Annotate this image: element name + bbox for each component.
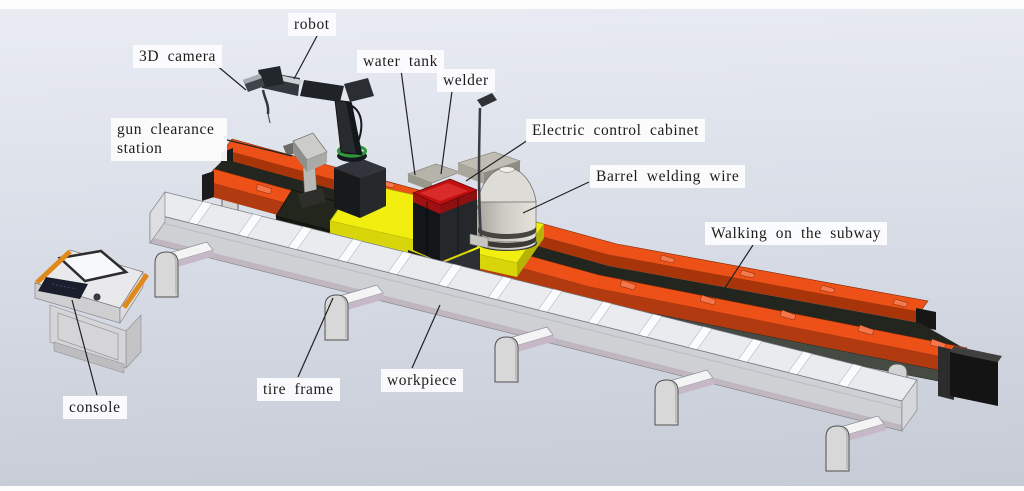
label-electric-control-cabinet: Electric control cabinet xyxy=(526,119,705,143)
console-trim-left xyxy=(35,250,72,284)
label-robot: robot xyxy=(288,13,336,37)
console-keyboard xyxy=(38,277,88,299)
welder-red-band-right xyxy=(440,190,477,214)
leader-robot xyxy=(293,35,318,80)
tire-frame-pillar-shade-0 xyxy=(170,252,177,295)
barrel-band-2 xyxy=(478,235,536,248)
leader-barrel xyxy=(522,181,590,214)
leader-cabinet xyxy=(465,139,529,182)
far-rail-splice-4 xyxy=(819,284,836,294)
console-button xyxy=(93,293,101,301)
leader-tire-frame xyxy=(297,297,334,378)
rail-gap xyxy=(214,159,967,350)
control-cabinet-front xyxy=(458,163,484,184)
leader-walking xyxy=(718,244,754,298)
console-pedestal-panel xyxy=(57,312,119,361)
console-pedestal-front xyxy=(49,304,127,369)
robot-wrist xyxy=(258,66,284,88)
bed-crossbars xyxy=(187,201,863,388)
light-pole-lamp xyxy=(477,93,497,107)
gun-station-right xyxy=(307,152,327,172)
near-rail-left-cap xyxy=(202,171,214,201)
tire-frame-pillar-shade-3 xyxy=(670,380,677,423)
near-rail-splice-2 xyxy=(619,279,637,291)
far-rail-splice-5 xyxy=(892,298,909,308)
barrel-cap xyxy=(499,166,515,173)
leader-console xyxy=(71,299,98,396)
far-rail-splice-2 xyxy=(659,254,676,264)
leader-welder xyxy=(440,90,453,175)
near-rail-splice-5 xyxy=(857,324,875,336)
barrel-band-1 xyxy=(478,226,536,239)
tire-frame-pillar-4 xyxy=(825,425,850,472)
label-welder: welder xyxy=(437,69,495,93)
far-rail-splice-plates xyxy=(299,156,909,308)
near-rail-splice-4 xyxy=(779,309,797,321)
console-pedestal-right xyxy=(125,314,142,369)
near-rail-front xyxy=(205,181,958,374)
welding-robot xyxy=(243,66,386,218)
label-gun-clearance-station: gun clearance station xyxy=(111,118,227,161)
console-trim-right xyxy=(122,273,149,309)
bottom-margin xyxy=(0,486,1024,491)
tire-frame-pillar-0 xyxy=(154,251,179,298)
console-keyboard-keys xyxy=(51,283,77,290)
leader-gun-clearance xyxy=(222,138,293,157)
gun-clearance-station-device xyxy=(283,132,328,208)
console-screen xyxy=(57,249,129,283)
gun-station-left xyxy=(293,141,307,172)
robot-lower-arm-edge xyxy=(346,102,362,155)
track-end-cap xyxy=(950,352,998,406)
robot-cable xyxy=(351,105,363,143)
tire-frame-pillar-2 xyxy=(494,336,519,383)
gun-station-base xyxy=(298,188,326,208)
bed-left-end xyxy=(149,191,166,244)
tire-frame-supports xyxy=(154,241,886,472)
bed-flange-line xyxy=(149,219,903,409)
label-barrel-welding-wire: Barrel welding wire xyxy=(590,165,746,189)
near-rail-splice-0 xyxy=(255,183,273,195)
platform-right xyxy=(517,224,544,277)
label-3d-camera: 3D camera xyxy=(133,45,222,69)
label-console: console xyxy=(63,396,127,420)
robot-pedestal-left xyxy=(334,168,360,218)
label-water-tank: water tank xyxy=(357,50,444,74)
tire-frame-pillar-shade-4 xyxy=(841,426,848,469)
camera-3d-top xyxy=(243,74,262,84)
top-margin xyxy=(0,0,1024,9)
tire-frame-pillar-shade-2 xyxy=(510,337,517,380)
welding-torch-wire xyxy=(267,113,271,124)
welding-torch xyxy=(261,89,270,115)
leader-workpiece xyxy=(411,304,441,369)
leader-lines xyxy=(71,35,754,396)
tire-frame-pillar-shade-1 xyxy=(340,295,347,338)
label-walking-on-the-subway: Walking on the subway xyxy=(705,222,888,246)
label-tire-frame: tire frame xyxy=(257,378,340,402)
light-pole xyxy=(477,107,483,239)
light-pole-base xyxy=(469,233,489,249)
leader-water-tank xyxy=(400,69,416,176)
far-rail-splice-3 xyxy=(739,269,756,279)
label-workpiece: workpiece xyxy=(381,369,463,393)
near-rail-splice-3 xyxy=(699,294,717,306)
welder-top-gloss xyxy=(420,183,468,201)
track-end-top xyxy=(950,346,1002,362)
console-terminal xyxy=(34,249,149,374)
tire-frame-pillar-3 xyxy=(654,379,679,426)
robot-shoulder-motor xyxy=(344,78,374,102)
robot-mid-joint xyxy=(300,80,344,102)
welding-wire-barrel xyxy=(477,166,537,251)
console-base xyxy=(53,341,125,374)
robot-pedestal-right xyxy=(360,168,386,218)
bed-right-end xyxy=(901,379,918,432)
water-tank-front xyxy=(408,174,432,191)
tire-frame-pillar-1 xyxy=(324,294,349,341)
far-rail-front xyxy=(224,150,920,323)
